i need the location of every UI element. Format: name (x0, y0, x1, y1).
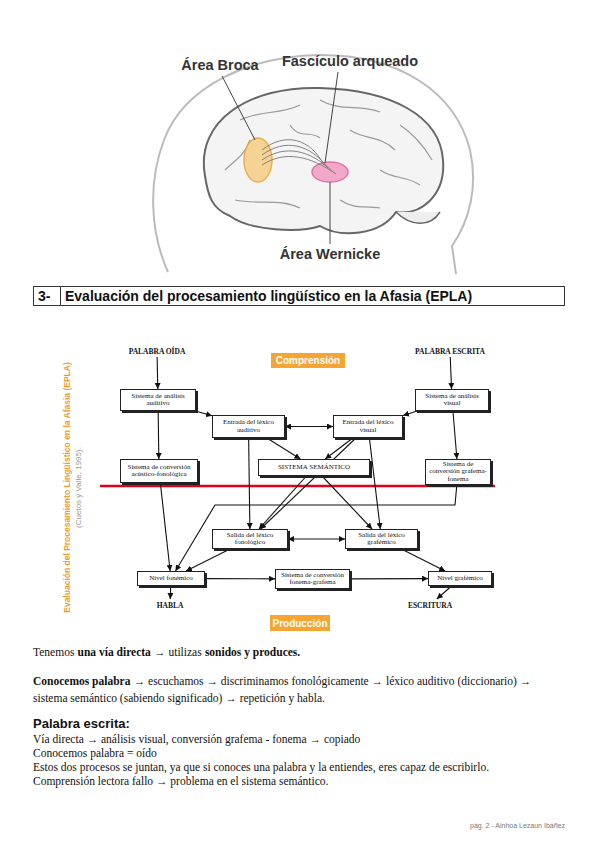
body-text: Conocemos palabra (33, 675, 130, 687)
process-box: Salida del léxico grafémico (345, 529, 418, 549)
connector-arrow (288, 538, 345, 539)
connector-arrow (450, 357, 451, 389)
node-text: Sistema de análisis auditivo (123, 393, 193, 408)
leader-line (325, 72, 338, 163)
connector-arrow (260, 438, 355, 529)
node-text: Nivel fonémico (149, 575, 193, 582)
wernicke-area (312, 162, 348, 182)
connector-arrow (158, 411, 160, 459)
connector-arrow (186, 549, 230, 571)
page-footer: pág. 2 - Ainhoa Lezaun Ibáñez (470, 822, 565, 829)
connector-arrow (401, 549, 445, 571)
paragraph: Palabra escrita: (33, 716, 568, 732)
connector-arrow (437, 586, 452, 599)
connector-arrow (369, 438, 380, 529)
connector-arrow (170, 586, 172, 599)
connector-arrow (403, 411, 417, 415)
node-text: Producción (272, 618, 327, 629)
node-text: HABLA (157, 601, 184, 610)
process-box: Sistema de análisis visual (415, 389, 489, 411)
io-label: ESCRITURA (405, 599, 455, 611)
paragraph: Conocemos palabra→ escuchamos → discrimi… (33, 673, 568, 707)
connector-arrow (160, 483, 170, 571)
node-text: Entrada del léxico auditivo (215, 419, 282, 434)
body-text: Comprensión lectora fallo → problema en … (33, 774, 568, 788)
body-text: Tenemos (33, 646, 74, 658)
io-label: HABLA (150, 599, 190, 611)
process-box: Salida del léxico fonológico (212, 529, 288, 549)
node-text: PALABRA ESCRITA (415, 347, 485, 356)
phase-tag: Comprensión (271, 353, 345, 368)
node-text: ESCRITURA (408, 601, 452, 610)
connector-arrow (350, 578, 428, 579)
part-label: Fascículo arqueado (282, 53, 418, 69)
connector-arrow (267, 438, 301, 459)
io-label: PALABRA OÍDA (125, 345, 189, 357)
section-title: Evaluación del procesamiento lingüístico… (65, 287, 472, 305)
node-text: Sistema de conversión acústico-fonológic… (123, 464, 195, 479)
node-text: Sistema de conversión grafema-fonema (428, 461, 488, 483)
body-text: Vía directa → análisis visual, conversió… (33, 732, 568, 746)
node-text: Nivel grafémico (437, 575, 483, 582)
connector-arrow (325, 438, 353, 459)
connector-arrow (259, 476, 306, 529)
process-box: Sistema de análisis auditivo (120, 389, 196, 411)
heading-divider (60, 287, 61, 305)
brain-folds (225, 100, 432, 208)
vertical-caption: Evaluación del Procesamiento Lingüístico… (61, 338, 84, 638)
head-outline (153, 55, 473, 274)
process-box: Nivel grafémico (428, 571, 492, 586)
part-label: Área Broca (181, 57, 258, 73)
phase-tag: Producción (270, 615, 330, 631)
node-text: Comprensión (276, 355, 340, 366)
connector-arrow (157, 357, 159, 389)
connector-arrow (196, 411, 212, 416)
process-box: Nivel fonémico (137, 571, 205, 586)
connector-arrow (175, 485, 456, 571)
leader-line (330, 182, 331, 244)
io-label: PALABRA ESCRITA (410, 345, 490, 357)
process-box: Entrada del léxico auditivo (212, 415, 285, 438)
body-text: Estos dos procesos se juntan, ya que si … (33, 760, 568, 774)
node-text: Salida del léxico grafémico (348, 532, 415, 547)
arcuate-fasciculus (262, 140, 336, 174)
body-text: una vía directa (78, 646, 151, 658)
body-text: sonidos y produces. (205, 646, 300, 658)
node-text: Entrada del léxico visual (336, 419, 400, 434)
node-text: Sistema de conversión fonema-grafema (278, 572, 347, 587)
connector-arrow (249, 438, 250, 529)
body-text: Conocemos palabra = oído (33, 746, 568, 760)
process-box: Sistema de conversión fonema-grafema (275, 569, 350, 589)
connector-arrow (285, 426, 333, 427)
cerebellum (396, 212, 440, 223)
citation: (Cuetos y Valle, 1995). (73, 338, 84, 638)
process-box: Sistema de conversión acústico-fonológic… (120, 459, 198, 483)
connector-arrow (205, 578, 275, 579)
paragraph: Tenemos una vía directa→ utilizassonidos … (33, 645, 568, 660)
body-text: → utilizas (154, 646, 202, 658)
section-number: 3- (38, 287, 50, 305)
leader-line (222, 76, 255, 140)
node-text: SISTEMA SEMÁNTICO (278, 464, 350, 471)
side-caption: Evaluación del Procesamiento Lingüístico… (61, 338, 73, 638)
process-box: SISTEMA SEMÁNTICO (258, 459, 370, 476)
part-label: Área Wernicke (280, 246, 380, 262)
connector-layer (157, 357, 457, 599)
node-text: PALABRA OÍDA (129, 347, 186, 356)
connector-arrow (453, 411, 457, 459)
brain-illustration (153, 55, 473, 274)
connector-arrow (322, 476, 372, 529)
paragraph: Vía directa → análisis visual, conversió… (33, 732, 568, 788)
process-box: Sistema de conversión grafema-fonema (425, 459, 491, 485)
node-text: Salida del léxico fonológico (215, 532, 285, 547)
process-box: Entrada del léxico visual (333, 415, 403, 438)
node-text: Sistema de análisis visual (418, 393, 486, 408)
broca-area (244, 138, 272, 182)
subheading: Palabra escrita: (33, 716, 130, 731)
